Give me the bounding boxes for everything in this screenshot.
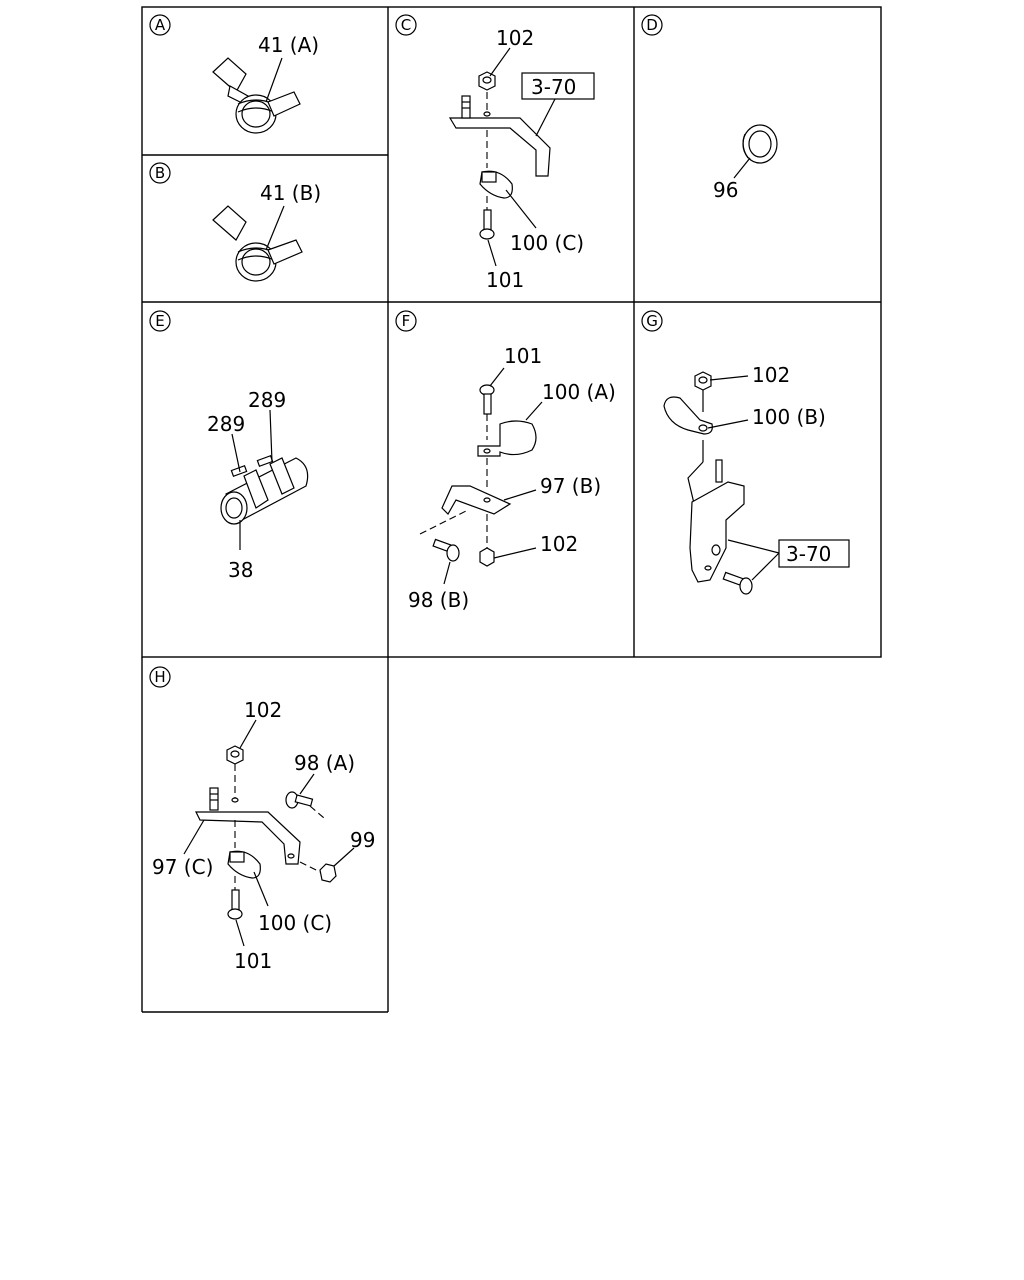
callout-label: 97 (B): [540, 474, 601, 498]
panel-e: E 289 289 38: [149, 310, 309, 582]
callout-label: 102: [752, 363, 790, 387]
reference-label: 3-70: [531, 75, 576, 99]
panel-letter: G: [646, 312, 658, 330]
clip-part: [479, 170, 513, 199]
callout-label: 96: [713, 178, 738, 202]
callout-label: 98 (B): [408, 588, 469, 612]
bracket-part: [448, 95, 551, 177]
bolt-part: [432, 538, 460, 562]
callout-label: 289: [207, 412, 245, 436]
hose-clamp-part: [212, 205, 303, 282]
bolt-part: [479, 209, 495, 240]
callout-label: 97 (C): [152, 855, 213, 879]
bolt-part: [227, 889, 243, 920]
reference-label: 3-70: [786, 542, 831, 566]
panel-letter-circle: [641, 14, 663, 36]
bolt-part: [722, 571, 753, 595]
callout-label: 101: [504, 344, 542, 368]
reference-box: [521, 72, 595, 100]
callout-label: 100 (C): [258, 911, 332, 935]
callout-label: 98 (A): [294, 751, 355, 775]
callout-label: 38: [228, 558, 253, 582]
panel-b: B 41 (B): [149, 162, 321, 282]
callout-label: 100 (B): [752, 405, 826, 429]
callout-label: 41 (B): [260, 181, 321, 205]
bolt-part: [285, 791, 314, 809]
callout-label: 289: [248, 388, 286, 412]
panel-letter: E: [155, 312, 164, 330]
panel-f: F 101 100 (A) 97 (B) 102: [395, 310, 616, 612]
panel-letter-circle: [395, 14, 417, 36]
callout-label: 102: [496, 26, 534, 50]
panel-letter: B: [155, 164, 165, 182]
nut-part: [694, 371, 712, 391]
panel-letter: C: [401, 16, 411, 34]
panel-letter: D: [646, 16, 658, 34]
panel-letter: H: [154, 668, 165, 686]
panel-letter: A: [155, 16, 166, 34]
panel-letter-circle: [641, 310, 663, 332]
callout-label: 41 (A): [258, 33, 319, 57]
clip-part: [663, 396, 713, 435]
nut-part: [319, 863, 337, 883]
panel-a: A 41 (A): [149, 14, 319, 134]
panel-c: C 102 3-70 100 (C) 101: [395, 14, 595, 292]
panel-grid: [141, 6, 882, 1013]
bracket-part: [195, 787, 301, 865]
bracket-part: [689, 459, 745, 583]
panel-letter: F: [402, 312, 411, 330]
panel-letter-circle: [395, 310, 417, 332]
nut-part: [226, 745, 244, 765]
nut-part: [479, 547, 495, 567]
callout-label: 100 (C): [510, 231, 584, 255]
panel-letter-circle: [149, 162, 171, 184]
callout-label: 100 (A): [542, 380, 616, 404]
callout-label: 99: [350, 828, 375, 852]
panel-g: G 102 100 (B) 3-70: [641, 310, 850, 595]
panel-letter-circle: [149, 14, 171, 36]
hose-part: [220, 455, 309, 525]
panel-letter-circle: [149, 666, 171, 688]
grommet-part: [742, 124, 778, 164]
clip-part: [227, 850, 261, 879]
bracket-part: [441, 485, 512, 515]
nut-part: [478, 71, 496, 91]
bolt-part: [479, 384, 495, 415]
panel-letter-circle: [149, 310, 171, 332]
panel-d: D 96: [641, 14, 778, 202]
callout-label: 101: [486, 268, 524, 292]
callout-label: 102: [540, 532, 578, 556]
callout-label: 101: [234, 949, 272, 973]
hose-clamp-part: [212, 57, 301, 134]
callout-label: 102: [244, 698, 282, 722]
clip-part: [477, 420, 537, 457]
panel-h: H: [149, 666, 375, 973]
